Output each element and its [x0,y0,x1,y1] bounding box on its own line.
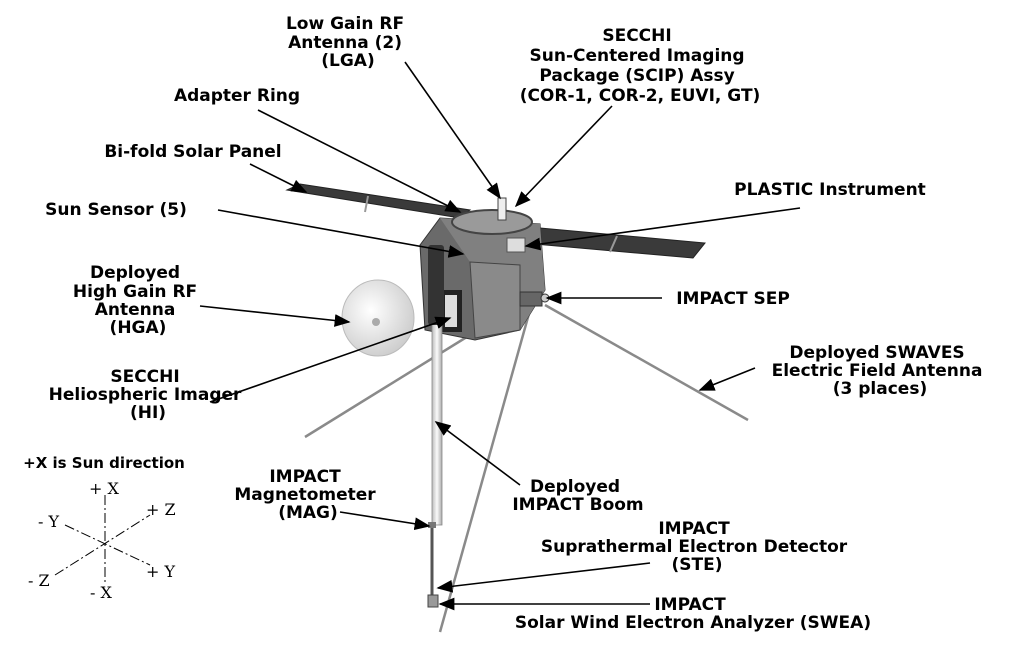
adapter-ring [451,209,533,235]
solar-panel-left [285,183,472,219]
axis-plus-x: + X [89,479,119,498]
label-sun-sensor: Sun Sensor (5) [45,200,187,220]
label-boom: Deployed IMPACT Boom [512,477,643,515]
axis-plus-y: + Y [146,562,175,581]
label-scip: SECCHI Sun-Centered Imaging Package (SCI… [520,26,761,106]
high-gain-antenna [341,279,415,357]
label-plastic: PLASTIC Instrument [734,180,926,200]
axis-legend: +X is Sun direction + X - X - Y + Y + Z … [23,454,185,602]
axis-plus-z: + Z [146,500,176,519]
label-lga: Low Gain RF Antenna (2) (LGA) [286,14,410,71]
axis-minus-z: - Z [28,571,50,590]
axis-minus-x: - X [90,583,112,602]
axis-minus-y: - Y [38,512,59,531]
label-mag: IMPACT Magnetometer (MAG) [234,467,381,523]
label-swaves: Deployed SWAVES Electric Field Antenna (… [772,343,989,399]
label-swea: IMPACT Solar Wind Electron Analyzer (SWE… [515,595,871,633]
label-hga: Deployed High Gain RF Antenna (HGA) [73,263,203,338]
label-hi: SECCHI Heliospheric Imager (HI) [49,367,248,423]
swaves-antennas [304,303,749,633]
label-adapter-ring: Adapter Ring [174,86,300,106]
label-ste: IMPACT Suprathermal Electron Detector (S… [541,519,853,575]
axis-legend-title: +X is Sun direction [23,454,185,472]
label-impact-sep: IMPACT SEP [676,289,790,309]
leader-arrows [199,61,801,611]
label-solar-panel: Bi-fold Solar Panel [104,142,281,162]
spacecraft-illustration [285,183,749,633]
